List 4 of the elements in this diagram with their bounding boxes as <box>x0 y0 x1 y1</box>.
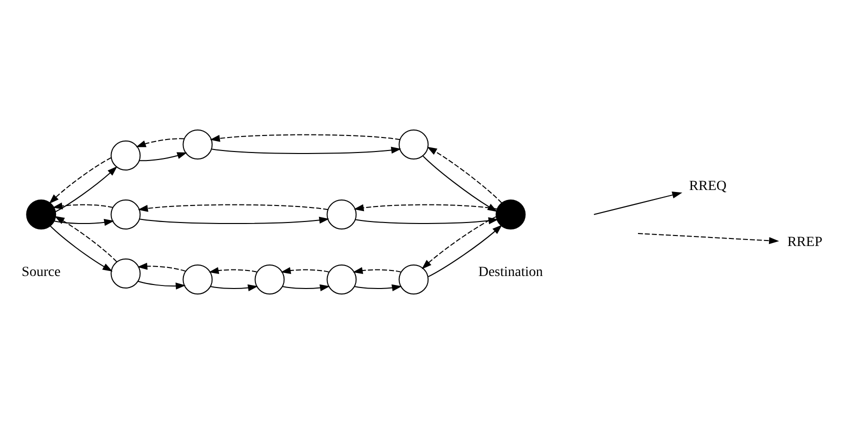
legend-label: RREP <box>786 235 822 250</box>
node-label: Source <box>21 265 60 280</box>
node-label: Destination <box>478 265 542 280</box>
legend-label: RREQ <box>688 179 726 194</box>
